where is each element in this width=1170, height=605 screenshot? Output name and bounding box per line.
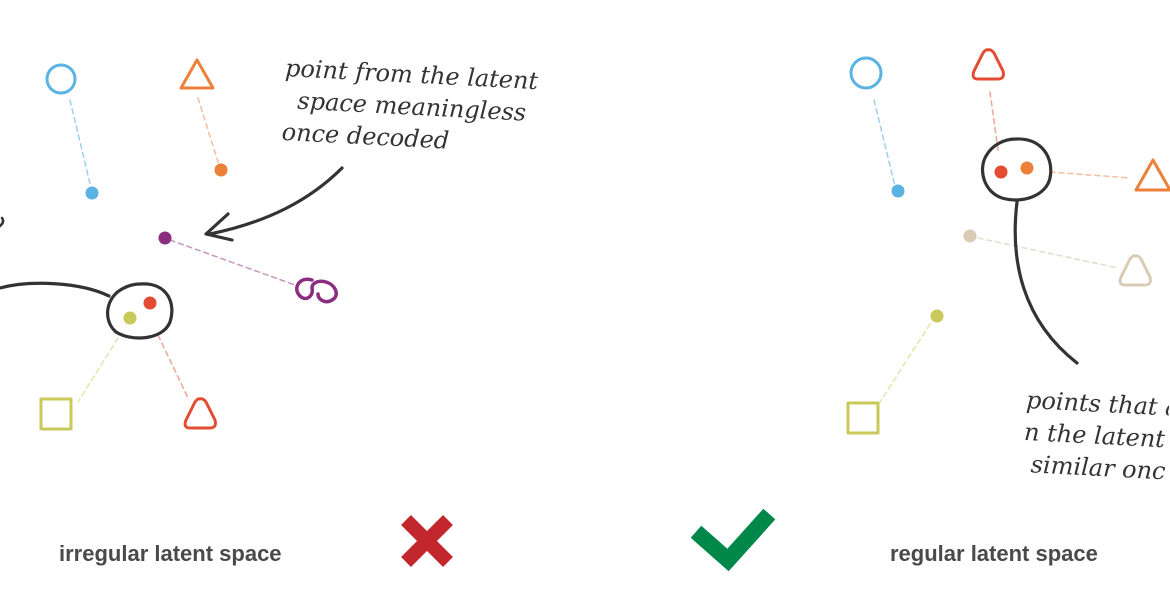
link-olive xyxy=(77,337,119,403)
annotation-text-right: points that a in the latent similar onc xyxy=(1022,384,1170,487)
annotation-line-right xyxy=(1013,200,1079,365)
link-blue xyxy=(69,99,92,189)
point-red xyxy=(143,296,157,310)
point-orange xyxy=(214,163,228,177)
regular-panel xyxy=(690,48,1170,572)
point-orange-right xyxy=(1020,161,1034,175)
annotation-arrow xyxy=(208,166,344,236)
annotation-tick-left xyxy=(0,216,5,228)
triangle-shape-orange xyxy=(179,58,215,90)
cross-icon xyxy=(401,515,453,567)
link-blue-right xyxy=(873,99,896,187)
link-olive-right xyxy=(879,323,931,403)
regular-caption: regular latent space xyxy=(890,541,1098,566)
link-red-right xyxy=(989,91,999,151)
square-shape-olive-right xyxy=(846,401,880,435)
annotation-text-left: point from the latent space meaningless … xyxy=(281,52,539,161)
highlight-circle-right xyxy=(980,137,1053,202)
point-purple xyxy=(158,231,172,245)
point-blue xyxy=(85,186,99,200)
triangle-shape-orange-right xyxy=(1134,158,1170,192)
link-beige-right xyxy=(977,237,1119,269)
square-shape-olive xyxy=(39,397,73,431)
circle-shape-blue-right xyxy=(849,56,883,90)
point-olive-right xyxy=(930,309,944,323)
irregular-caption: irregular latent space xyxy=(59,541,282,566)
point-red-right xyxy=(994,165,1008,179)
highlight-circle xyxy=(106,282,174,340)
squiggle-shape-purple xyxy=(295,277,338,304)
triangle-shape-beige-right xyxy=(1118,254,1152,287)
link-orange xyxy=(197,97,220,166)
point-blue-right xyxy=(891,184,905,198)
point-olive xyxy=(123,311,137,325)
annotation-line-left xyxy=(0,281,111,298)
link-red xyxy=(157,334,189,399)
point-beige-right xyxy=(963,229,977,243)
link-purple xyxy=(169,239,296,286)
triangle-shape-red xyxy=(183,397,217,430)
arrow-head xyxy=(204,212,234,242)
link-orange-right xyxy=(1049,171,1131,179)
circle-shape-blue xyxy=(45,63,77,95)
triangle-shape-red-right xyxy=(971,48,1005,81)
checkmark-icon xyxy=(690,508,776,572)
irregular-panel xyxy=(0,58,453,567)
